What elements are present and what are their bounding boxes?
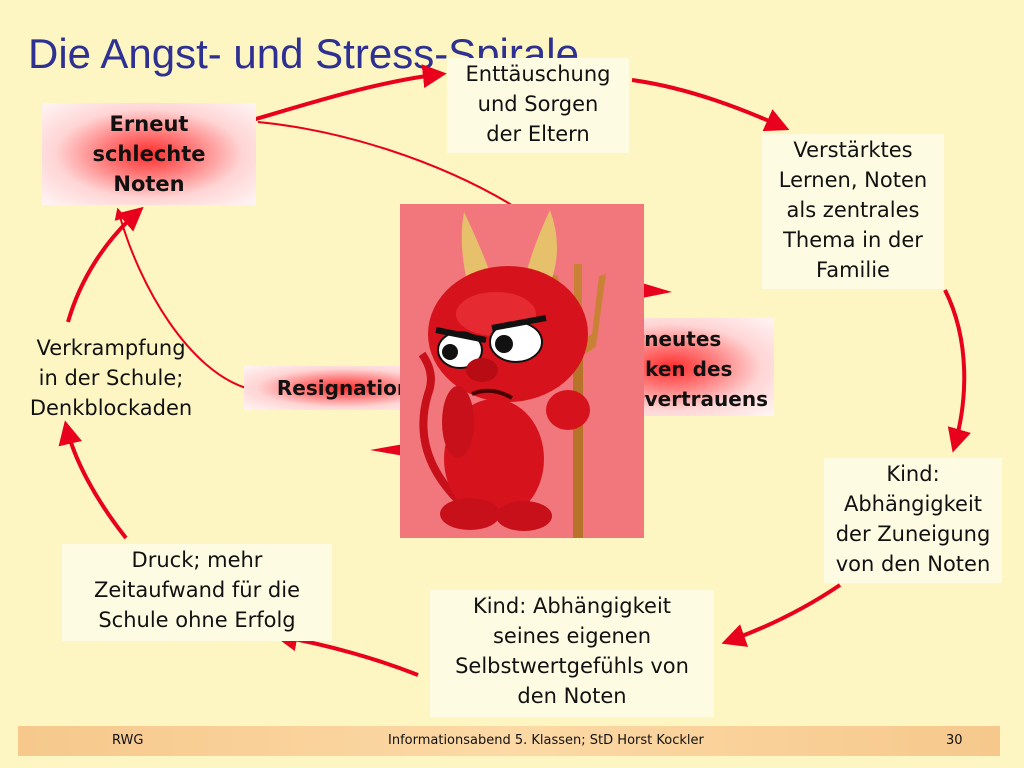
node-enttaeuschung: Enttäuschung und Sorgen der Eltern: [447, 58, 629, 153]
node-text-line: Verstärktes: [793, 138, 913, 162]
arrow-enttaeuschung-to-verstaerktes: [631, 78, 790, 132]
node-text-line: Kind: Abhängigkeit: [472, 594, 672, 618]
node-text-line: der Eltern: [486, 122, 590, 146]
footer-page-number: 30: [946, 733, 963, 748]
node-text-line: Erneut: [109, 112, 189, 136]
arrow-resignation-to-erneut: [114, 207, 247, 389]
red-devil-with-pitchfork-icon: [400, 204, 644, 538]
arrow-head-to-vertrauen: [642, 283, 672, 298]
node-text-line: Lernen, Noten: [778, 168, 928, 192]
node-text-line: schlechte: [92, 142, 206, 166]
node-text-line: Druck; mehr: [131, 548, 263, 572]
node-text-line: Kind:: [886, 462, 940, 486]
node-druck: Druck; mehr Zeitaufwand für die Schule o…: [62, 544, 332, 641]
arrow-kind-zuneigung-to-kind-selbstwert: [721, 583, 842, 647]
arrow-verkrampfung-to-erneut: [66, 206, 144, 323]
node-text-line: Noten: [113, 172, 185, 196]
arrow-erneut-to-center: [257, 121, 521, 211]
arrow-verstaerktes-to-kind-zuneigung: [943, 289, 971, 453]
node-text-line: Thema in der: [783, 228, 923, 252]
node-text-line: Verkrampfung: [36, 336, 186, 360]
node-text-line: von den Noten: [835, 552, 991, 576]
node-text-line: der Zuneigung: [835, 522, 991, 546]
footer-left: RWG: [112, 733, 144, 748]
node-text-line: seines eigenen: [492, 624, 652, 648]
footer-center: Informationsabend 5. Klassen; StD Horst …: [388, 733, 704, 748]
node-text-line: Enttäuschung: [465, 62, 611, 86]
node-text-line: und Sorgen: [477, 92, 599, 116]
node-kind-zuneigung: Kind: Abhängigkeit der Zuneigung von den…: [824, 458, 1002, 583]
node-text-line: Selbstwertgefühls von: [455, 654, 689, 678]
node-text-line: Abhängigkeit: [843, 492, 983, 516]
arrow-druck-to-verkrampfung: [58, 420, 128, 540]
node-text-line: Schule ohne Erfolg: [98, 608, 296, 632]
arrow-kind-selbstwert-to-druck: [273, 627, 419, 677]
node-text-line: Familie: [816, 258, 890, 282]
node-text-line: als zentrales: [786, 198, 920, 222]
node-text-line: den Noten: [517, 684, 627, 708]
node-text-line: Denkblockaden: [29, 396, 193, 420]
node-text-line: Zeitaufwand für die: [93, 578, 301, 602]
node-kind-selbstwert: Kind: Abhängigkeit seines eigenen Selbst…: [430, 590, 714, 717]
node-verkrampfung: Verkrampfung in der Schule; Denkblockade…: [20, 332, 202, 427]
node-text-line: in der Schule;: [38, 366, 184, 390]
arrow-head-to-resignation: [370, 444, 404, 456]
slide-footer: RWG Informationsabend 5. Klassen; StD Ho…: [18, 726, 1000, 756]
node-verstaerktes-lernen: Verstärktes Lernen, Noten als zentrales …: [762, 134, 944, 289]
node-erneut-schlechte-noten: Erneut schlechte Noten: [42, 103, 256, 205]
arrow-erneut-to-enttaeuschung: [227, 64, 447, 129]
